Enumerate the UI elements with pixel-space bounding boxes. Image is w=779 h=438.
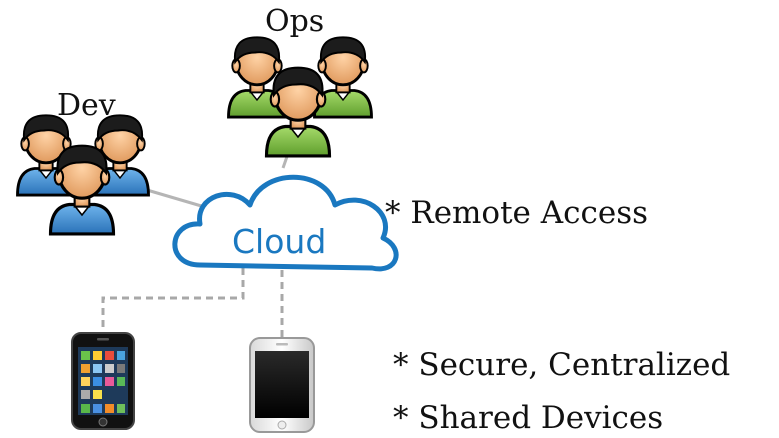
cloud-icon: [172, 174, 399, 272]
cloud-label: Cloud: [232, 222, 327, 261]
left-device-connector: [101, 268, 245, 330]
dev-group-label: Dev: [57, 88, 116, 123]
ops-group-icon: [227, 35, 373, 158]
bullet-shared-devices: * Shared Devices: [393, 400, 664, 436]
bullet-remote-access: * Remote Access: [385, 195, 649, 231]
bullet-secure-centralized: * Secure, Centralized: [393, 347, 731, 383]
dev-group-icon: [16, 113, 150, 236]
smartphone-icon: [249, 337, 315, 433]
ops-group-label: Ops: [265, 4, 325, 39]
smartphone-icon: [71, 332, 135, 430]
